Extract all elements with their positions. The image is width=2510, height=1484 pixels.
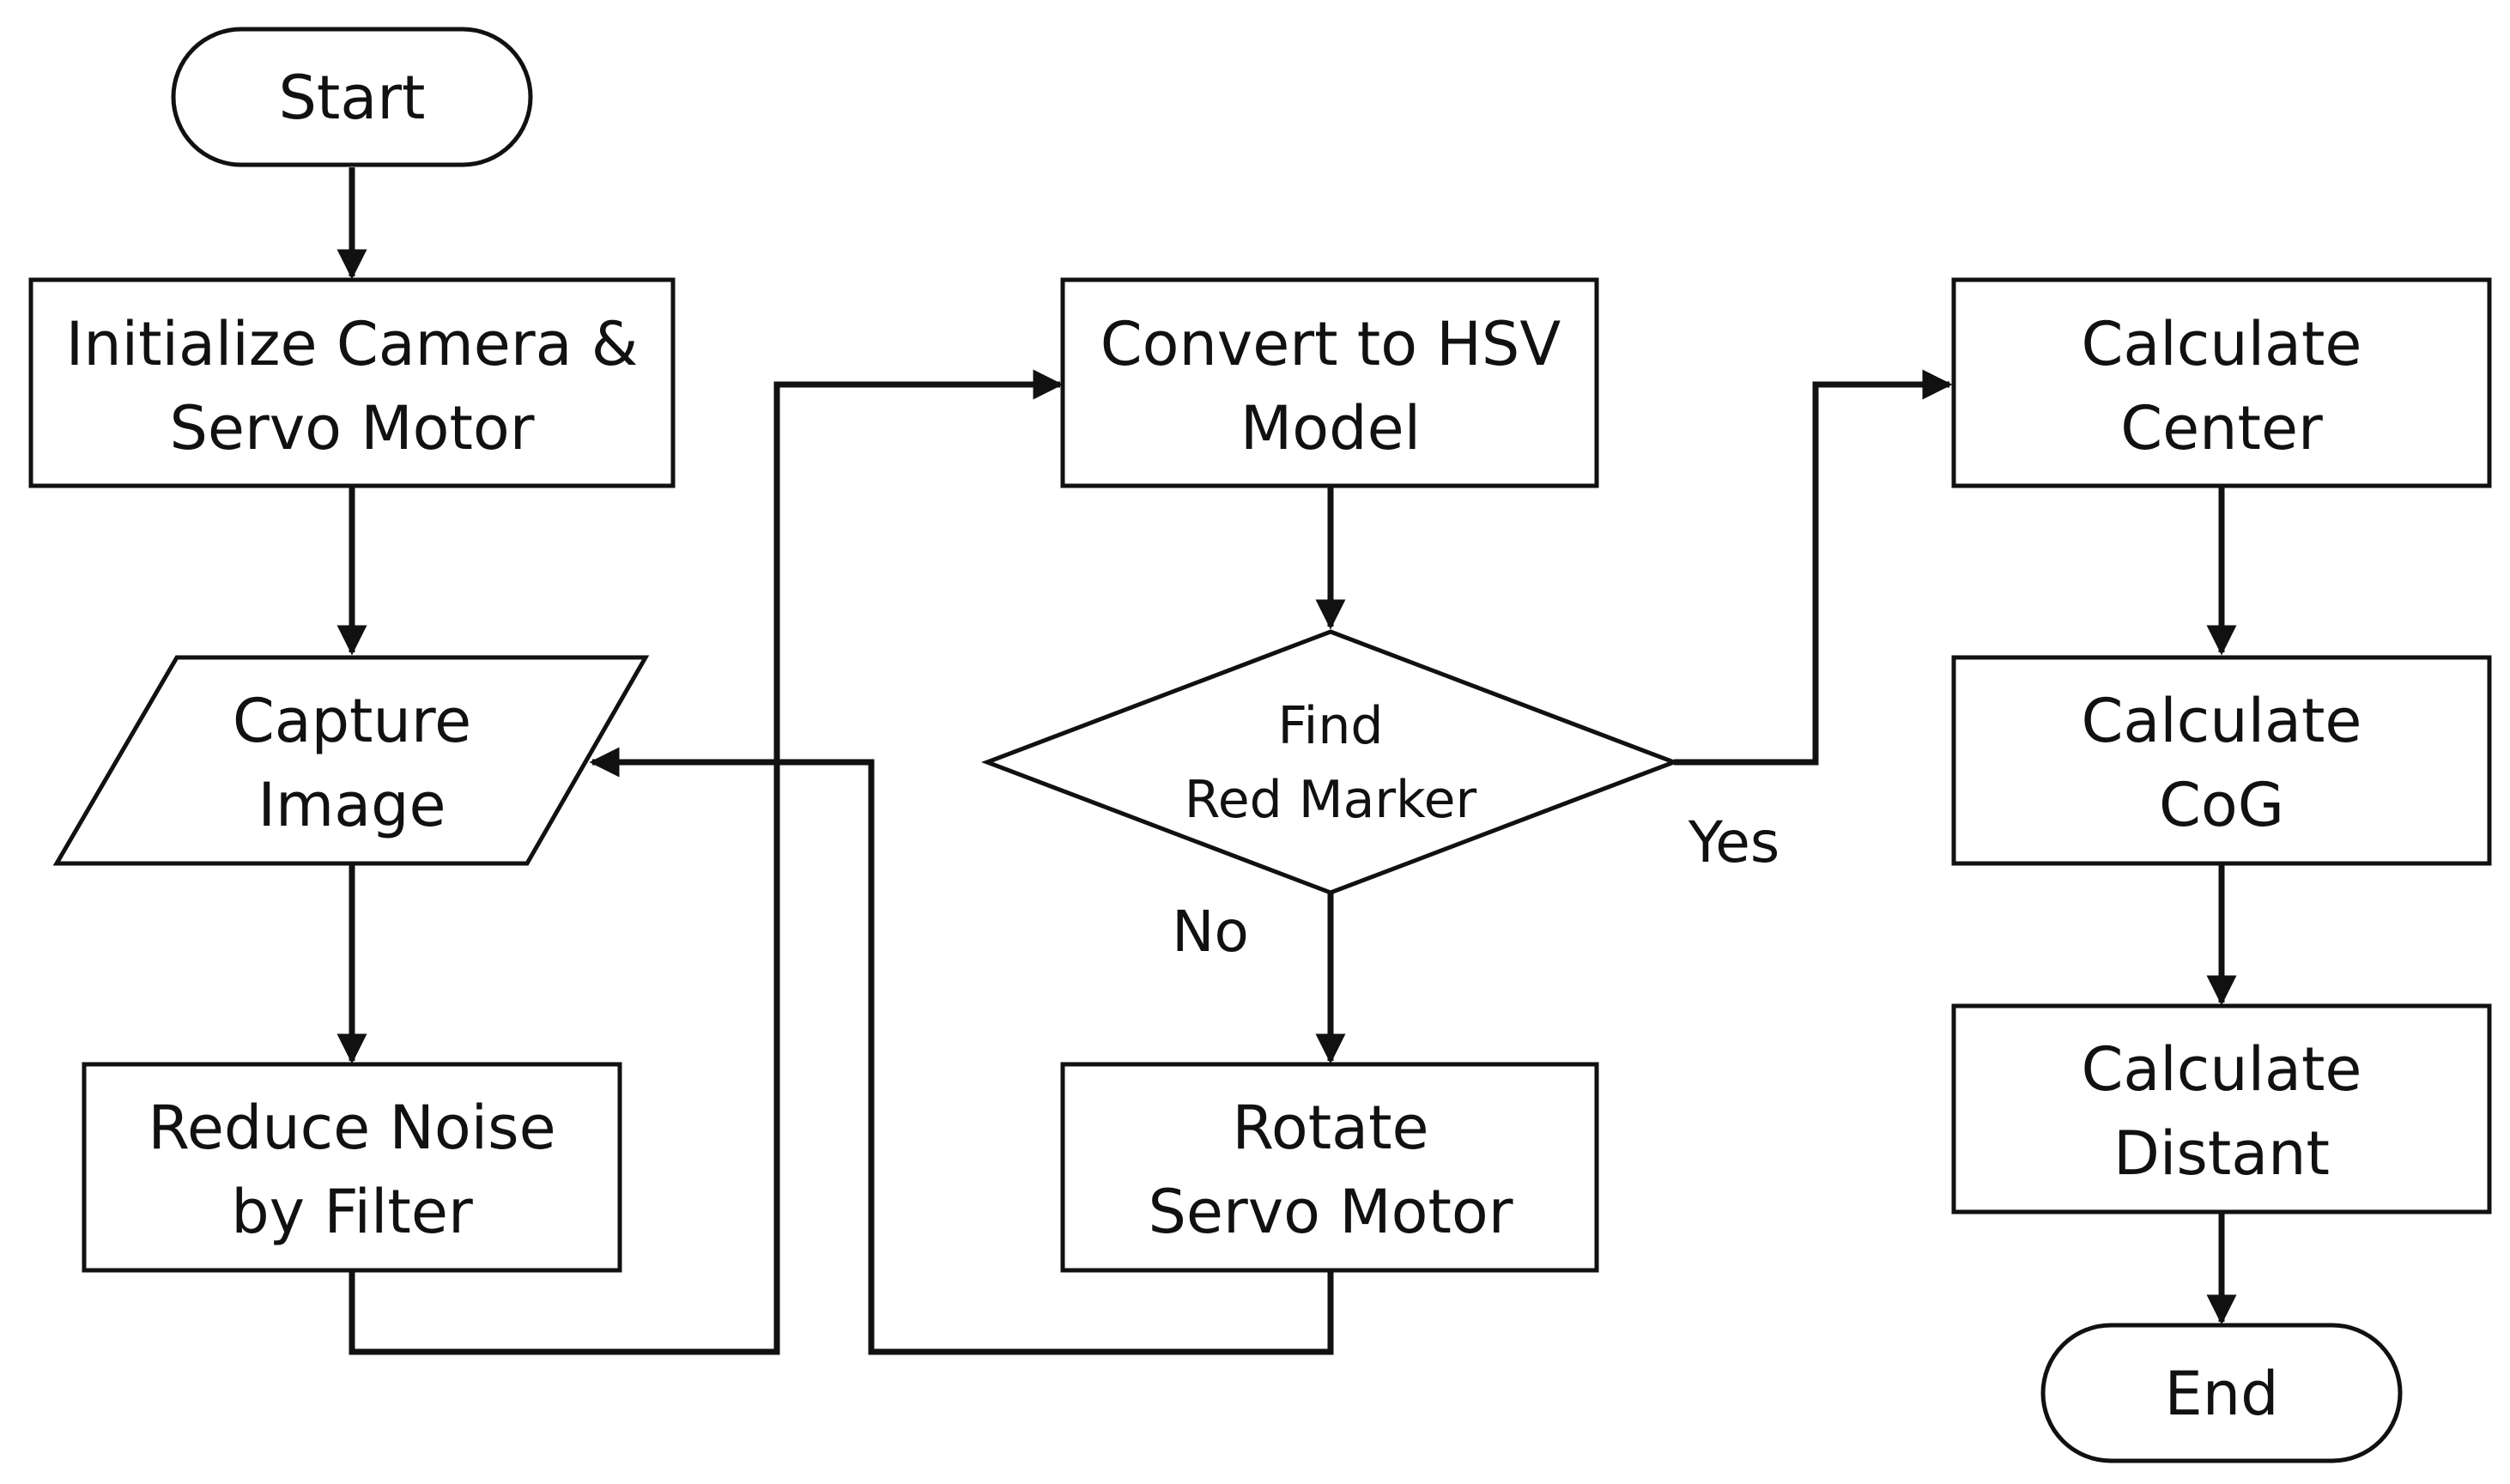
- edge-rotate-to-capture: [589, 747, 1334, 1355]
- convert-line2: Model: [1240, 393, 1421, 463]
- calculate-distant-process-box: Calculate Distant: [1951, 1003, 2492, 1214]
- no-edge-label: No: [1172, 899, 1249, 965]
- edge-find-yes-to-center: [1674, 369, 1953, 766]
- initialize-line2: Servo Motor: [169, 393, 534, 463]
- capture-image-io: Capture Image: [52, 655, 650, 866]
- start-label: Start: [278, 63, 425, 133]
- distant-line2: Distant: [2113, 1118, 2330, 1189]
- cog-line2: CoG: [2159, 770, 2284, 840]
- start-terminator: Start: [171, 27, 533, 167]
- end-label: End: [2164, 1359, 2278, 1429]
- calculate-center-process-box: Calculate Center: [1951, 277, 2492, 488]
- yes-edge-label: Yes: [1688, 809, 1780, 875]
- capture-line2: Image: [258, 770, 446, 840]
- end-terminator: End: [2040, 1323, 2403, 1463]
- convert-hsv-process-box: Convert to HSV Model: [1060, 277, 1599, 488]
- find-line2: Red Marker: [1185, 770, 1477, 830]
- capture-line1: Capture: [233, 686, 471, 756]
- find-line1: Find: [1278, 696, 1384, 756]
- calculate-cog-process-box: Calculate CoG: [1951, 655, 2492, 866]
- cog-line1: Calculate: [2082, 686, 2362, 756]
- edge-reduce-to-convert: [349, 369, 1064, 1355]
- reduce-line1: Reduce Noise: [148, 1093, 555, 1163]
- find-red-marker-decision: Find Red Marker: [980, 629, 1681, 895]
- rotate-line2: Servo Motor: [1148, 1177, 1513, 1247]
- reduce-line2: by Filter: [231, 1177, 473, 1247]
- rotate-servo-process-box: Rotate Servo Motor: [1060, 1062, 1599, 1273]
- convert-line1: Convert to HSV: [1100, 309, 1561, 379]
- initialize-line1: Initialize Camera &: [66, 309, 639, 379]
- center-line1: Calculate: [2082, 309, 2362, 379]
- reduce-noise-process-box: Reduce Noise by Filter: [82, 1062, 622, 1273]
- distant-line1: Calculate: [2082, 1034, 2362, 1105]
- rotate-line1: Rotate: [1232, 1093, 1428, 1163]
- center-line2: Center: [2120, 393, 2323, 463]
- initialize-process-box: Initialize Camera & Servo Motor: [28, 277, 676, 488]
